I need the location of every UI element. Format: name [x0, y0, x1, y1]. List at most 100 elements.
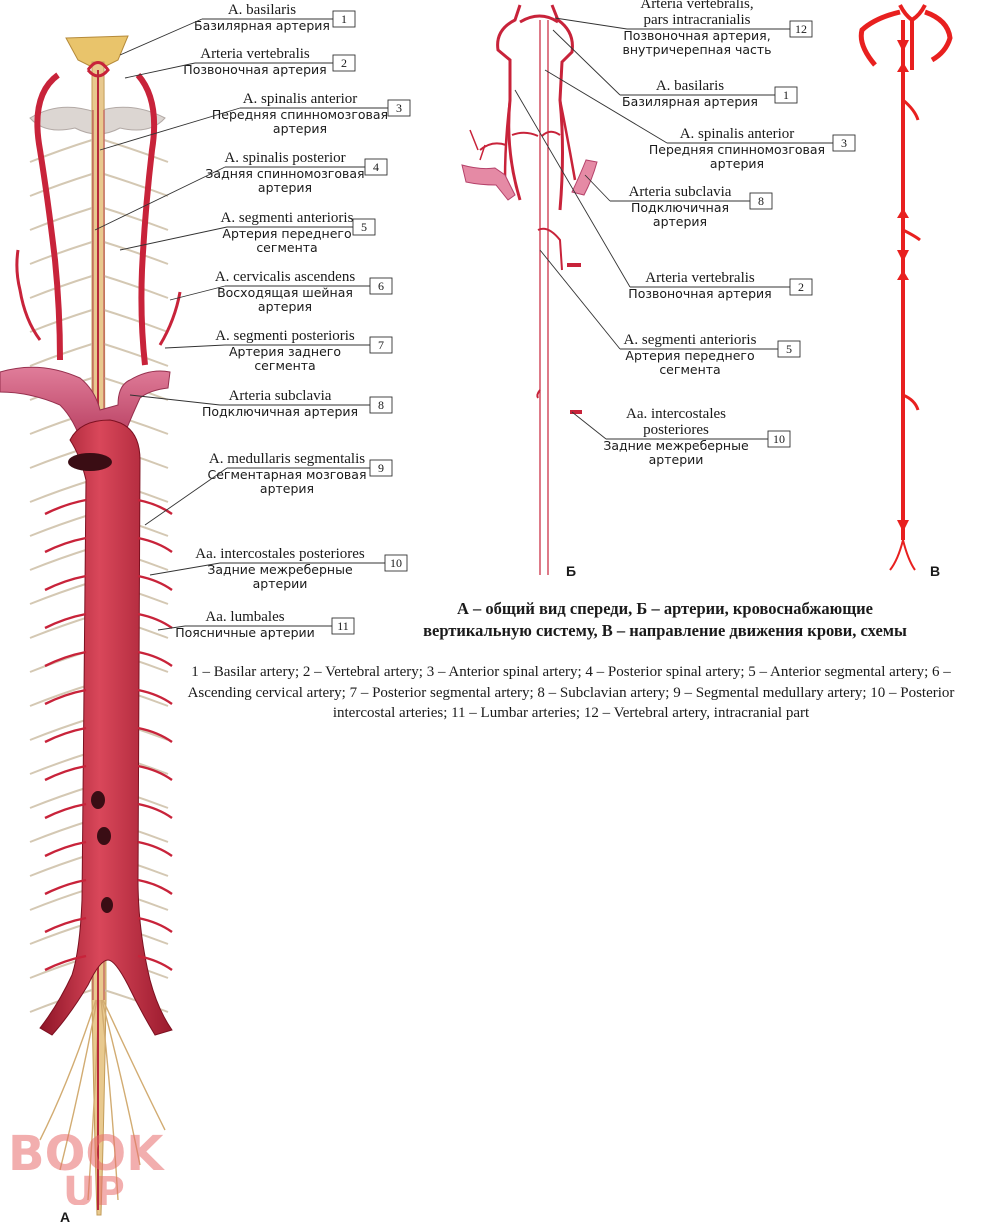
figure-caption: А – общий вид спереди, Б – артерии, кров…: [395, 598, 935, 642]
leader-line: [119, 226, 228, 251]
watermark-line-1: BOOK: [8, 1130, 165, 1182]
leader-line: [144, 467, 228, 526]
leader-line: [169, 285, 226, 301]
label-russian: артерия: [258, 180, 312, 195]
label-russian: артерии: [649, 452, 704, 467]
panel-a-illustration: [0, 35, 182, 1216]
label-latin: Arteria subclavia: [229, 388, 332, 404]
label-number: 5: [786, 342, 792, 356]
label-number: 10: [390, 556, 402, 570]
caption-line-2: вертикальную систему, В – направление дв…: [423, 621, 907, 640]
nerve-root: [29, 615, 93, 639]
leader-line: [119, 18, 203, 56]
intercostal-branch: [137, 840, 173, 857]
number-box: [331, 617, 355, 635]
number-box: [789, 20, 813, 38]
intercostal-branch: [137, 688, 173, 705]
label-latin: A. basilaris: [228, 2, 296, 18]
label-russian: Артерия переднего: [222, 226, 351, 241]
leader-line: [99, 107, 241, 151]
label-latin: A. spinalis anterior: [243, 91, 358, 107]
label-russian: Сегментарная мозговая: [208, 467, 367, 482]
number-box: [777, 340, 801, 358]
watermark-line-2: UP: [63, 1169, 125, 1205]
label-latin: A. cervicalis ascendens: [215, 269, 356, 285]
number-box: [384, 554, 408, 572]
label-latin: pars intracranialis: [643, 12, 750, 28]
label-number: 2: [798, 280, 804, 294]
nerve-root: [29, 139, 93, 163]
panel-c-letter: В: [930, 563, 940, 579]
label-latin: Aa. intercostales posteriores: [195, 546, 365, 562]
leader-line: [571, 411, 607, 440]
label-number: 6: [378, 279, 384, 293]
leader-line: [164, 344, 226, 349]
panel-c-scheme: [858, 4, 953, 571]
label-russian: Задняя спинномозговая: [205, 166, 364, 181]
nerve-root: [29, 683, 93, 707]
label-russian: сегмента: [659, 362, 720, 377]
label-latin: A. spinalis posterior: [224, 150, 345, 166]
label-russian: Позвоночная артерия: [628, 286, 771, 301]
intercostal-branch: [137, 764, 173, 781]
intercostal-branch: [137, 650, 173, 667]
leader-line: [539, 249, 621, 350]
caption-line-1: А – общий вид спереди, Б – артерии, кров…: [457, 599, 873, 618]
label-russian: Восходящая шейная: [217, 285, 353, 300]
label-latin: A. spinalis anterior: [680, 126, 795, 142]
intercostal-branch: [137, 536, 173, 553]
number-box: [774, 86, 798, 104]
intercostal-branch: [137, 574, 173, 591]
intercostal-branch: [44, 802, 87, 820]
number-box: [832, 134, 856, 152]
leader-line: [554, 17, 628, 30]
label-number: 10: [773, 432, 785, 446]
number-box: [369, 459, 393, 477]
label-latin: Arteria subclavia: [629, 184, 732, 200]
label-latin: Arteria vertebralis,: [640, 0, 753, 12]
number-box: [789, 278, 813, 296]
intercostal-branch: [44, 916, 87, 934]
nerve-root: [29, 207, 93, 231]
panel-b-labels: Arteria vertebralis,pars intracranialisП…: [514, 0, 856, 467]
intercostal-branch: [137, 612, 173, 629]
label-latin: Aa. lumbales: [205, 609, 284, 625]
label-number: 11: [337, 619, 349, 633]
leader-line: [157, 625, 186, 631]
intercostal-branch: [44, 840, 87, 858]
intercostal-branch: [44, 726, 87, 744]
intercostal-branch: [137, 726, 173, 743]
nerve-root: [103, 173, 169, 197]
label-russian: Подключичная: [631, 200, 729, 215]
leader-line: [149, 562, 221, 576]
intercostal-branch: [44, 764, 87, 782]
intercostal-branch: [44, 536, 87, 554]
nerve-root: [29, 547, 93, 571]
label-russian: артерия: [710, 156, 764, 171]
intercostal-branch: [44, 878, 87, 896]
label-russian: Передняя спинномозговая: [649, 142, 825, 157]
leader-line: [124, 62, 196, 79]
panel-b-illustration: [469, 4, 577, 575]
label-b-group-12: Arteria vertebralis,pars intracranialisП…: [554, 0, 813, 57]
number-box: [352, 218, 376, 236]
nerve-root: [29, 173, 93, 197]
label-russian: Позвоночная артерия: [183, 62, 326, 77]
nerve-root: [103, 139, 169, 163]
leader-line: [584, 174, 611, 202]
nerve-root: [103, 343, 169, 367]
label-number: 8: [758, 194, 764, 208]
label-russian: Передняя спинномозговая: [212, 107, 388, 122]
